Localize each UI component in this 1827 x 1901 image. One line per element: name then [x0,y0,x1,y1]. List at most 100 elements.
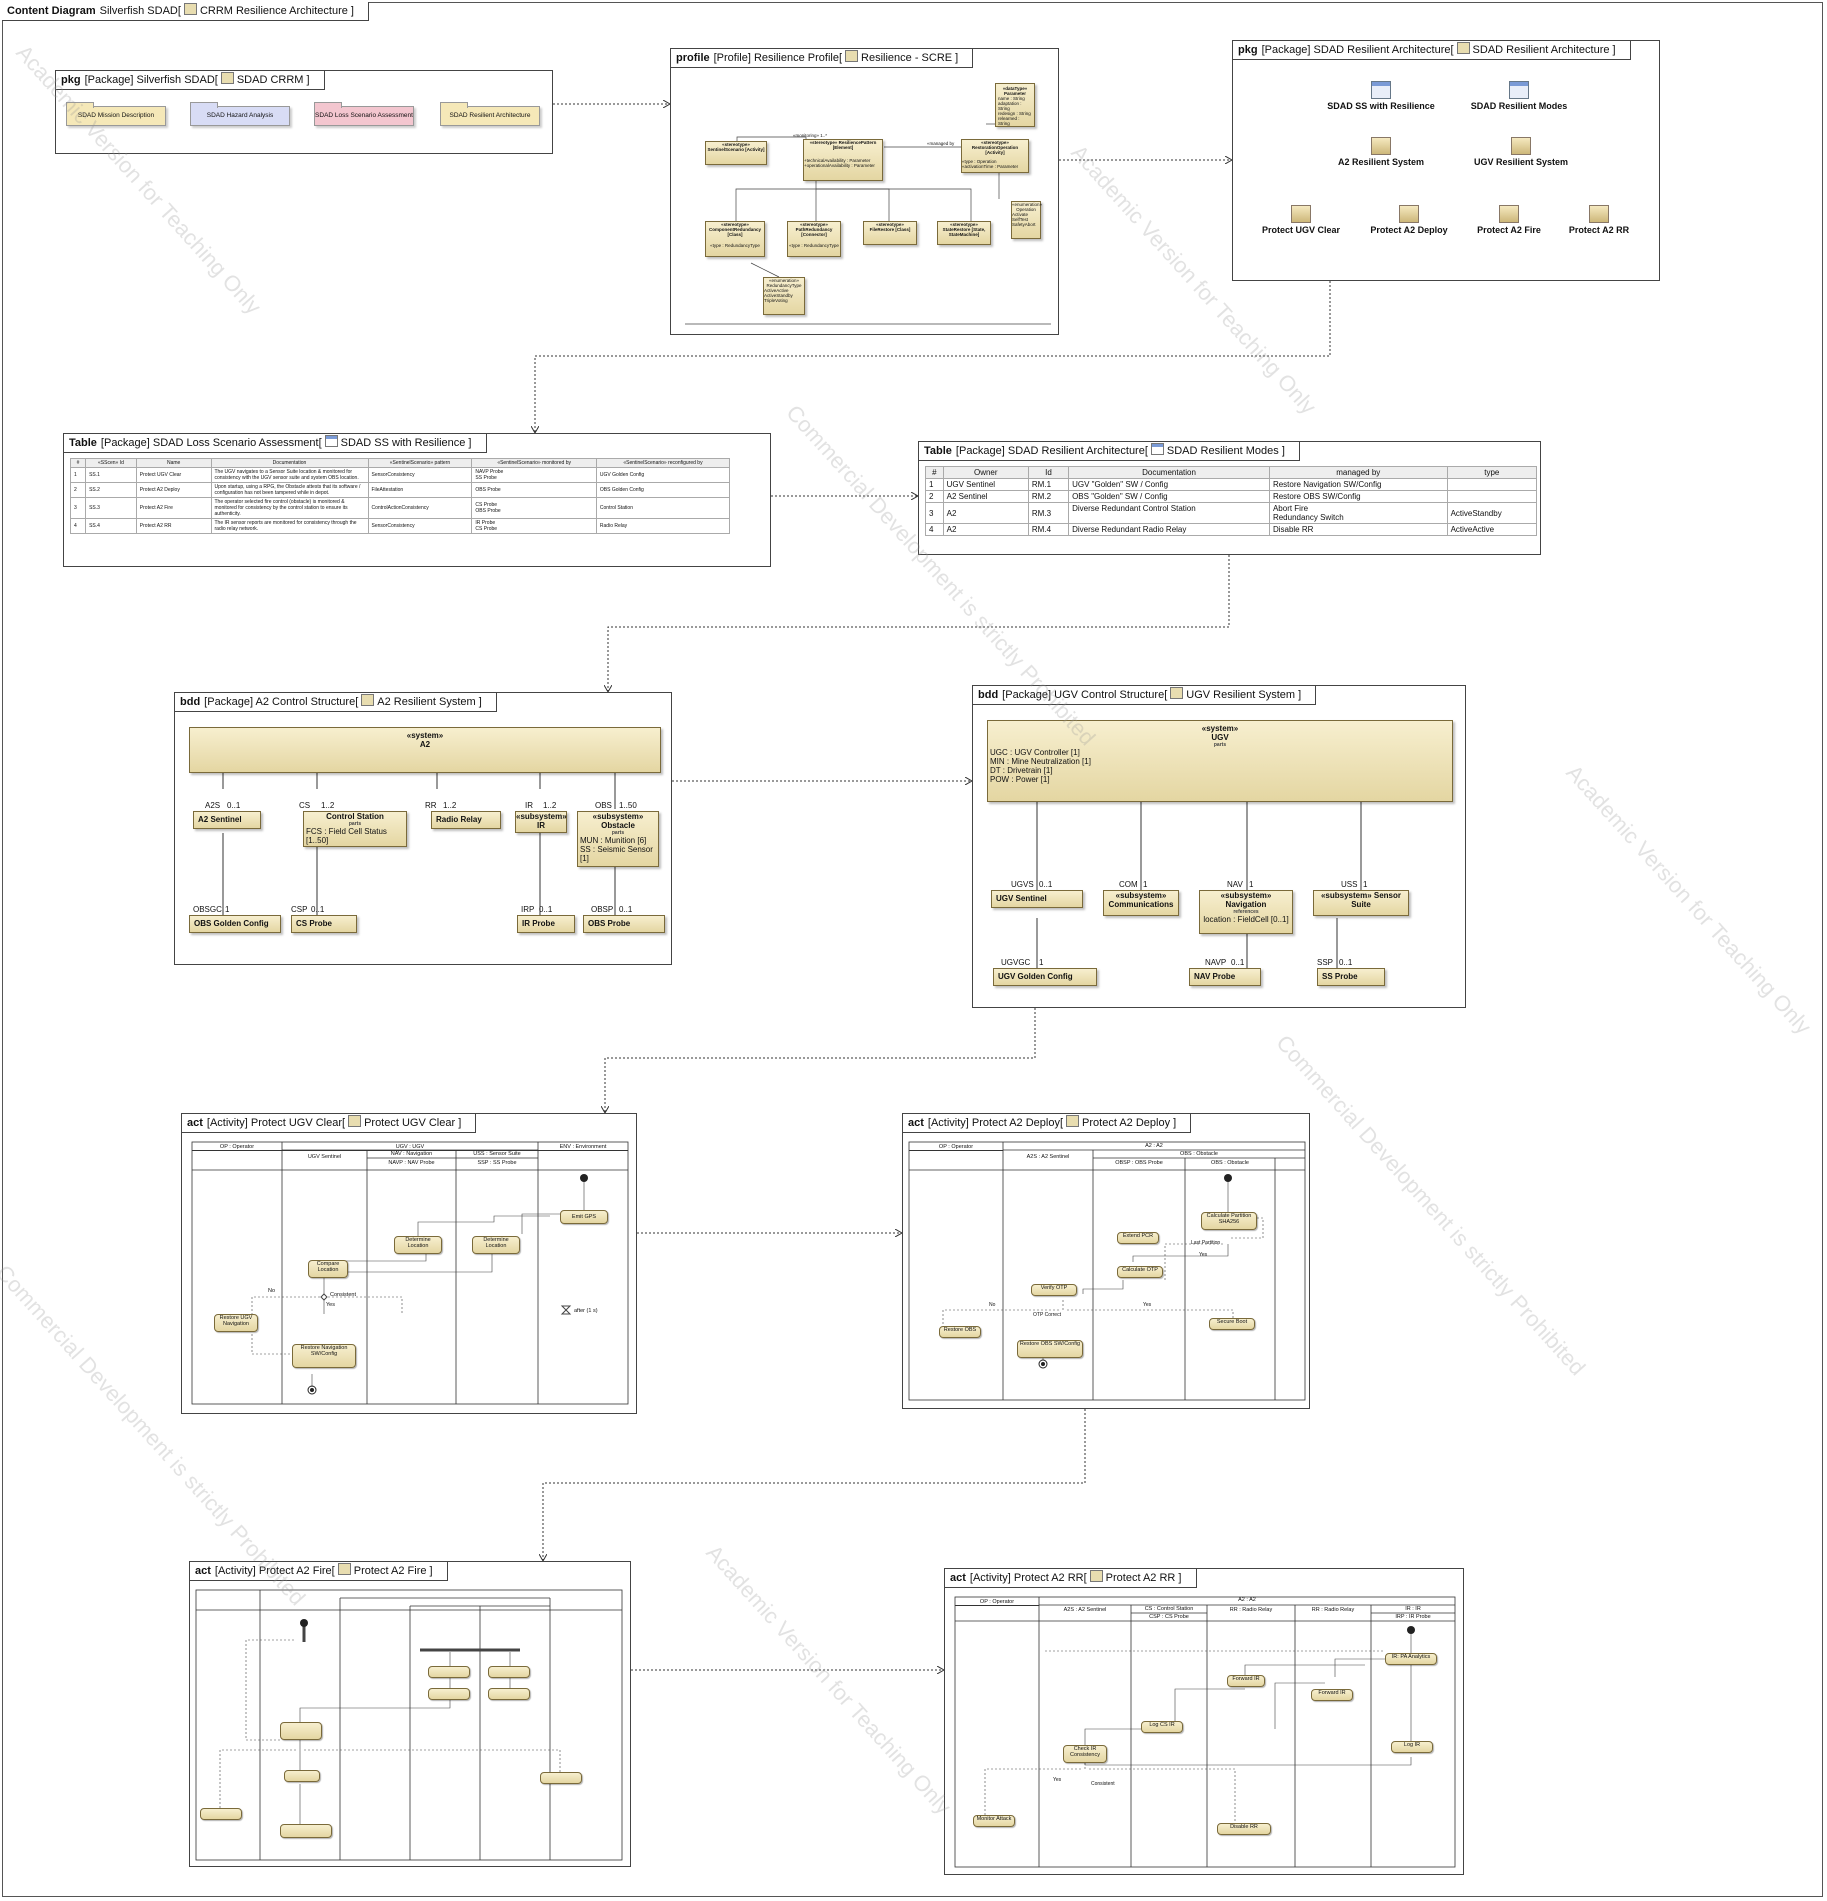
action-node[interactable] [284,1770,320,1782]
ir-subsystem-block[interactable]: «subsystem» IR [515,811,567,833]
action-determine-location-nav[interactable]: Determine Location [394,1236,442,1254]
diagram-link-ugv-bdd[interactable]: UGV Resilient System [1461,137,1581,167]
action-extend-pcr[interactable]: Extend PCR [1117,1232,1159,1244]
initial-node [1224,1174,1232,1182]
profile-component-redundancy[interactable]: «stereotype» ComponentRedundancy [Class]… [705,221,765,257]
action-restore-obs-config[interactable]: Restore OBS SW/Config [1017,1340,1083,1358]
ugv-bdd-frame[interactable]: bdd[Package] UGV Control Structure[UGV R… [972,685,1466,1008]
pkg-tile-resilient-arch[interactable]: SDAD Resilient Architecture [440,102,540,126]
profile-state-restore[interactable]: «stereotype» StateRestore [State, StateM… [937,221,991,245]
action-determine-location-ss[interactable]: Determine Location [472,1236,520,1254]
act-a2-deploy-frame[interactable]: act[Activity] Protect A2 Deploy[Protect … [902,1113,1310,1409]
diagram-link-act-a2-deploy[interactable]: Protect A2 Deploy [1349,205,1469,235]
a2-sentinel-block[interactable]: A2 Sentinel [193,811,261,829]
time-event-label: after (1 s) [574,1308,598,1314]
action-node[interactable] [428,1688,470,1700]
communications-block[interactable]: «subsystem» Communications [1103,890,1179,916]
action-calculate-otp[interactable]: Calculate OTP [1117,1266,1163,1278]
act-deploy-swimlanes [908,1141,1306,1401]
resilience-profile-diagram[interactable]: profile[Profile] Resilience Profile[Resi… [670,48,1059,335]
obs-golden-config-block[interactable]: OBS Golden Config [189,915,281,933]
action-ir-pa-analytics[interactable]: IR: PA Analytics [1385,1653,1437,1665]
profile-restoration-operation[interactable]: «stereotype» RestorationOperation [Activ… [961,139,1029,173]
action-node[interactable] [428,1666,470,1678]
action-calculate-partition-sha[interactable]: Calculate Partition SHA256 [1201,1212,1257,1230]
action-monitor-attack[interactable]: Monitor Attack [973,1815,1015,1827]
a2-bdd-frame[interactable]: bdd[Package] A2 Control Structure[A2 Res… [174,692,672,965]
resilient-arch-package-diagram[interactable]: pkg[Package] SDAD Resilient Architecture… [1232,40,1660,281]
profile-sentinel-scenario[interactable]: «stereotype» SentinelScenario [Activity] [705,141,767,165]
act-ugv-clear-frame[interactable]: act[Activity] Protect UGV Clear[Protect … [181,1113,637,1414]
action-restore-obs[interactable]: Restore OBS [939,1326,981,1338]
nav-probe-block[interactable]: NAV Probe [1189,968,1261,986]
profile-path-redundancy[interactable]: «stereotype» PathRedundancy [Connector]«… [787,221,841,257]
cs-probe-block[interactable]: CS Probe [291,915,357,933]
act-a2-rr-frame[interactable]: act[Activity] Protect A2 RR[Protect A2 R… [944,1568,1464,1875]
crrm-package-diagram[interactable]: pkg[Package] Silverfish SDAD[SDAD CRRM ]… [55,70,553,154]
diagram-link-modes-table[interactable]: SDAD Resilient Modes [1459,81,1579,111]
final-node [307,1385,317,1395]
role-label: NAVP [1205,958,1227,967]
action-forward-ir-1[interactable]: Forward IR [1227,1675,1265,1687]
diagram-link-a2-bdd[interactable]: A2 Resilient System [1321,137,1441,167]
diagram-link-ss-table[interactable]: SDAD SS with Resilience [1321,81,1441,111]
act-a2-fire-frame[interactable]: act[Activity] Protect A2 Fire[Protect A2… [189,1561,631,1867]
lane-header: USS : Sensor Suite [473,1151,521,1157]
pkg-tile-hazard[interactable]: SDAD Hazard Analysis [190,102,290,126]
action-compare-location[interactable]: Compare Location [308,1260,348,1278]
action-node[interactable] [280,1722,322,1740]
action-restore-navigation-config[interactable]: Restore Navigation SW/Config [292,1344,356,1368]
resilient-modes-table-frame[interactable]: Table[Package] SDAD Resilient Architectu… [918,441,1541,555]
ss-probe-block[interactable]: SS Probe [1317,968,1385,986]
pkg-tile-mission[interactable]: SDAD Mission Description [66,102,166,126]
ir-probe-block[interactable]: IR Probe [517,915,575,933]
lane-header: OP : Operator [955,1599,1039,1606]
action-disable-rr[interactable]: Disable RR [1217,1823,1271,1835]
ugv-golden-config-block[interactable]: UGV Golden Config [993,968,1097,986]
profile-resilience-pattern[interactable]: «stereotype» ResiliencePattern [Element]… [803,139,883,181]
action-restore-ugv-navigation[interactable]: Restore UGV Navigation [214,1314,258,1332]
action-check-ir-consistency[interactable]: Check IR Consistency [1063,1745,1107,1763]
obs-probe-block[interactable]: OBS Probe [583,915,665,933]
action-log-cs-ir[interactable]: Log CS IR [1141,1721,1183,1733]
action-node[interactable] [540,1772,582,1784]
action-secure-boot[interactable]: Secure Boot [1209,1318,1255,1330]
action-emit-gps[interactable]: Emit GPS [560,1210,608,1224]
ugv-sentinel-block[interactable]: UGV Sentinel [991,890,1083,908]
action-node[interactable] [488,1666,530,1678]
action-log-ir[interactable]: Log IR [1391,1741,1433,1753]
action-node[interactable] [280,1824,332,1838]
action-verify-otp[interactable]: Verify OTP [1031,1284,1077,1296]
action-node[interactable] [200,1808,242,1820]
role-label: NAV [1227,880,1243,889]
sensor-suite-block[interactable]: «subsystem» Sensor Suite [1313,890,1409,916]
action-forward-ir-2[interactable]: Forward IR [1311,1689,1353,1701]
pkg-tile-loss-scenario[interactable]: SDAD Loss Scenario Assessment [314,102,414,126]
ss-resilience-table-frame[interactable]: Table[Package] SDAD Loss Scenario Assess… [63,433,771,567]
profile-file-restore[interactable]: «stereotype» FileRestore [Class] [863,221,917,245]
a2-system-block[interactable]: «system»A2 [189,727,661,773]
mult-label: 1..2 [443,801,457,810]
initial-node [1407,1626,1415,1634]
diagram-link-act-a2-rr[interactable]: Protect A2 RR [1539,205,1659,235]
diagram-link-act-a2-fire[interactable]: Protect A2 Fire [1449,205,1569,235]
radio-relay-block[interactable]: Radio Relay [431,811,501,829]
diagram-link-act-ugv-clear[interactable]: Protect UGV Clear [1241,205,1361,235]
action-node[interactable] [488,1688,530,1700]
